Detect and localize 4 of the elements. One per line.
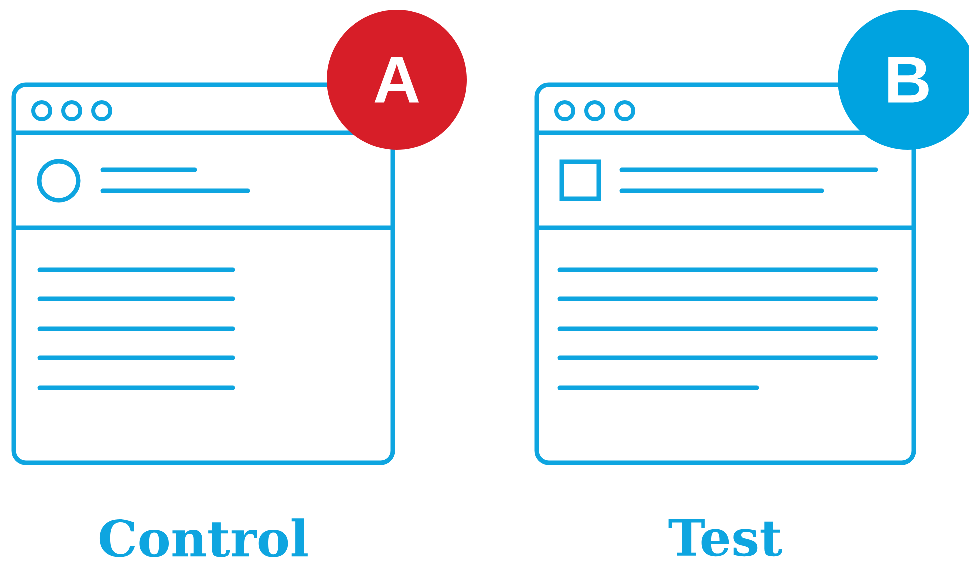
letter-badge: B [838,10,969,150]
window-caption: Test [668,519,783,557]
letter-badge: A [327,10,467,150]
window-caption: Control [100,518,308,558]
